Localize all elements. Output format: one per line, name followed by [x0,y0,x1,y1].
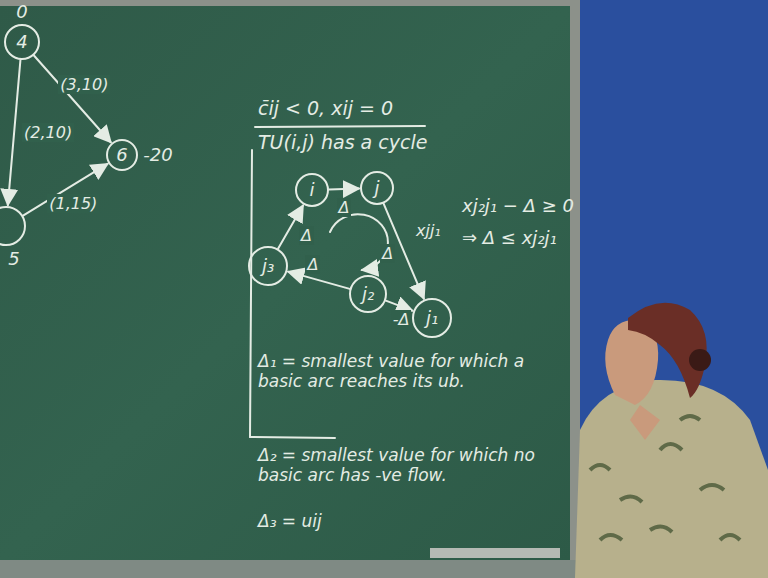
board-frame [0,0,580,578]
node-circle [5,25,39,59]
divider-line [250,150,252,437]
arc-label: (2,10) [22,123,74,142]
node-number: 4 [16,32,27,53]
chalk-note: Δ₁ = smallest value for which a basic ar… [258,352,558,391]
hair-bun [689,349,711,371]
node-number: 6 [116,145,127,166]
arc-label: (3,10) [58,75,110,94]
node-number: j [374,178,379,199]
node-number: i [309,180,314,201]
chalk-note: Δ₂ = smallest value for which no basic a… [258,446,558,485]
lecturer-figure [575,303,768,578]
chalk-note: Δ₃ = uij [258,512,322,532]
chalk-tray-ledge [430,548,560,558]
node-circle [0,207,25,245]
network-node: j₁ [412,298,452,338]
arc-arrow [329,188,359,191]
node-outline [0,206,26,246]
node-circle [249,247,287,285]
cycle-direction-arrow [330,214,388,270]
arc-label: Δ [305,255,320,274]
lecturer-neck [630,405,660,440]
network-node: j₃ [248,246,288,286]
dress-pattern [590,416,740,540]
node-circle [350,276,386,312]
node-circle [361,172,393,204]
node-circle [413,299,451,337]
node-number: j₂ [362,284,374,305]
network-node: 5 [0,206,26,246]
node-circle [107,140,137,170]
network-node: 6-20 [106,139,138,171]
chalk-note: c̄ij < 0, xij = 0 [258,98,393,120]
arc-arrow [288,272,349,289]
chalk-note: xjj₁ [416,222,441,240]
network-node: i [295,173,329,207]
node-circle [296,174,328,206]
chalkboard [0,6,570,562]
node-number: j₃ [262,256,274,277]
node-value: 5 [8,249,19,270]
chalk-tray [0,560,580,578]
network-node: j [360,171,394,205]
arc-arrow [386,301,413,311]
chalk-note: TU(i,j) has a cycle [258,132,427,154]
arc-label: Δ [299,226,314,245]
node-number: j₁ [426,308,438,329]
arc-arrow [23,164,107,216]
chalk-note: ⇒ Δ ≤ xj₂j₁ [462,228,557,249]
divider-line [250,437,335,438]
arc-label: (1,15) [47,194,99,213]
arc-label: Δ [337,198,352,217]
lecturer-body [575,380,768,578]
arc-label: Δ [380,244,395,263]
arc-arrow [8,60,21,205]
network-node: 40 [4,24,40,60]
network-node: j₂ [349,275,387,313]
underline [255,126,425,127]
arc-label: -Δ [391,310,412,329]
node-value: 0 [16,2,27,23]
chalk-note: xj₂j₁ − Δ ≥ 0 [462,196,574,217]
node-value: -20 [143,145,172,166]
